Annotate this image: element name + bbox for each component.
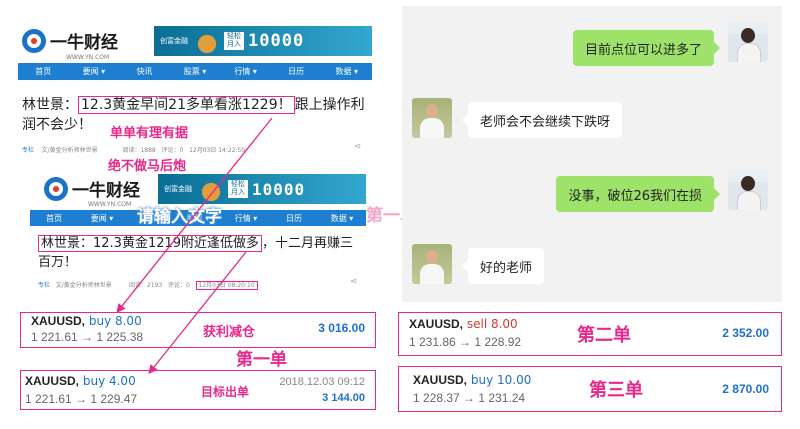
banner-number: 10000: [252, 179, 306, 199]
nav-item-news[interactable]: 要闻 ▾: [82, 67, 106, 76]
nav-item-quotes[interactable]: 行情 ▾: [234, 213, 258, 223]
nav-item-flash[interactable]: 快讯: [136, 67, 153, 76]
trade-pnl: 2 352.00: [722, 326, 769, 340]
logo-subtext: WWW.YN.COM: [66, 54, 110, 61]
banner-number: 10000: [248, 31, 305, 51]
banner-tag: 轻松月入: [228, 180, 248, 198]
label-take-profit: 获利减仓: [203, 325, 256, 340]
article-2: 一牛财经 WWW.YN.COM 创富金融 轻松月入 10000 首页 要闻 ▾ …: [30, 170, 366, 300]
article-meta: 专栏 文/黄金分析师林世景 阅读：2193 评论：0 12月03日 08:20:…: [38, 280, 358, 290]
trade-pnl: 2 870.00: [722, 382, 769, 396]
article-meta: 专栏 文/黄金分析师林世景 阅读：1888 评论：0 12月03日 14:22:…: [22, 147, 246, 154]
nav-item-data[interactable]: 数据 ▾: [330, 213, 354, 223]
trade-symbol-line: XAUUSD, buy 10.00: [413, 373, 532, 387]
deer-icon: [194, 26, 220, 56]
trade-prices: 1 221.61 → 1 229.47: [25, 392, 138, 406]
text-input-placeholder[interactable]: 请输入文字: [137, 207, 222, 227]
site-logo[interactable]: 一牛财经: [44, 176, 140, 201]
trade-prices: 1 231.86 → 1 228.92: [409, 335, 522, 349]
trade-side: buy 4.00: [82, 374, 136, 388]
note-reasoned: 单单有理有据: [110, 126, 189, 141]
avatar-self[interactable]: [728, 170, 768, 210]
nav-item-data[interactable]: 数据 ▾: [335, 67, 359, 76]
chat-message-other: 好的老师: [461, 248, 545, 284]
nav-item-calendar[interactable]: 日历: [288, 67, 305, 76]
label-third-order: 第三单: [589, 380, 643, 401]
nav-item-quotes[interactable]: 行情 ▾: [234, 67, 257, 76]
chat-panel: 目前点位可以进多了 老师会不会继续下跌呀 没事，破位26我们在损 好的老师: [402, 6, 782, 302]
avatar-contact[interactable]: [412, 244, 452, 284]
nav-item-news[interactable]: 要闻 ▾: [90, 213, 114, 223]
banner-brand: 创富金融: [164, 185, 192, 193]
article-title[interactable]: 林世景：12.3黄金1219附近逢低做多，十二月再赚三百万！: [38, 235, 354, 270]
logo-icon: [22, 28, 46, 53]
chat-message-me: 没事，破位26我们在损: [556, 176, 720, 212]
label-second-order: 第二单: [577, 325, 631, 346]
banner-tag: 轻松月入: [224, 32, 244, 50]
trade-prices: 1 228.37 → 1 231.24: [413, 391, 526, 405]
trade-card-2[interactable]: XAUUSD, buy 4.00 1 221.61 → 1 229.47 目标出…: [20, 370, 376, 410]
trade-card-1[interactable]: XAUUSD, buy 8.00 1 221.61 → 1 225.38 获利减…: [20, 312, 376, 348]
ad-banner[interactable]: 创富金融 轻松月入 10000: [158, 174, 366, 204]
logo-icon: [44, 176, 68, 201]
trade-time: 2018.12.03 09:12: [279, 376, 365, 388]
share-icon[interactable]: ⋖: [354, 142, 362, 152]
trade-side: sell 8.00: [466, 317, 518, 331]
deer-icon: [198, 174, 224, 204]
chat-message-me: 目前点位可以进多了: [572, 30, 721, 66]
nav-item-home[interactable]: 首页: [46, 213, 62, 223]
trade-pnl: 3 016.00: [318, 321, 365, 335]
title-highlight: 12.3黄金早间21多单看涨1229！: [78, 96, 295, 114]
trade-side: buy 8.00: [88, 314, 142, 328]
label-target-exit: 目标出单: [201, 385, 250, 399]
trade-symbol-line: XAUUSD, buy 8.00: [31, 314, 142, 328]
title-highlight: 林世景：12.3黄金1219附近逢低做多: [38, 235, 263, 252]
label-first-order: 第一单: [236, 350, 287, 370]
article-1: 一牛财经 WWW.YN.COM 创富金融 轻松月入 10000 首页 要闻 ▾ …: [18, 20, 372, 170]
trade-prices: 1 221.61 → 1 225.38: [31, 330, 144, 344]
share-icon[interactable]: ⋖: [350, 277, 358, 287]
trade-side: buy 10.00: [470, 373, 532, 387]
logo-text: 一牛财经: [50, 33, 118, 53]
banner-brand: 创富金融: [160, 37, 188, 45]
article-title[interactable]: 林世景：12.3黄金早间21多单看涨1229！跟上操作利润不会少！: [22, 96, 365, 133]
nav-item-calendar[interactable]: 日历: [286, 213, 302, 223]
nav-item-stocks[interactable]: 股票 ▾: [183, 67, 207, 76]
ad-banner[interactable]: 创富金融 轻松月入 10000: [154, 26, 372, 56]
trade-pnl: 3 144.00: [322, 392, 365, 404]
meta-time-highlight: 12月03日 08:20:10: [195, 281, 258, 290]
site-logo[interactable]: 一牛财经: [22, 28, 118, 53]
avatar-self[interactable]: [728, 22, 768, 62]
logo-subtext: WWW.YN.COM: [88, 201, 132, 208]
trade-symbol-line: XAUUSD, sell 8.00: [409, 317, 518, 331]
trade-card-3[interactable]: XAUUSD, sell 8.00 1 231.86 → 1 228.92 第二…: [398, 312, 782, 356]
nav-item-home[interactable]: 首页: [35, 67, 52, 76]
trade-symbol-line: XAUUSD, buy 4.00: [25, 374, 136, 388]
nav-bar: 首页 要闻 ▾ 快讯 股票 ▾ 行情 ▾ 日历 数据 ▾: [18, 63, 372, 80]
avatar-contact[interactable]: [412, 98, 452, 138]
logo-text: 一牛财经: [72, 181, 140, 201]
chat-message-other: 老师会不会继续下跌呀: [461, 102, 623, 138]
trade-card-4[interactable]: XAUUSD, buy 10.00 1 228.37 → 1 231.24 第三…: [398, 366, 782, 412]
